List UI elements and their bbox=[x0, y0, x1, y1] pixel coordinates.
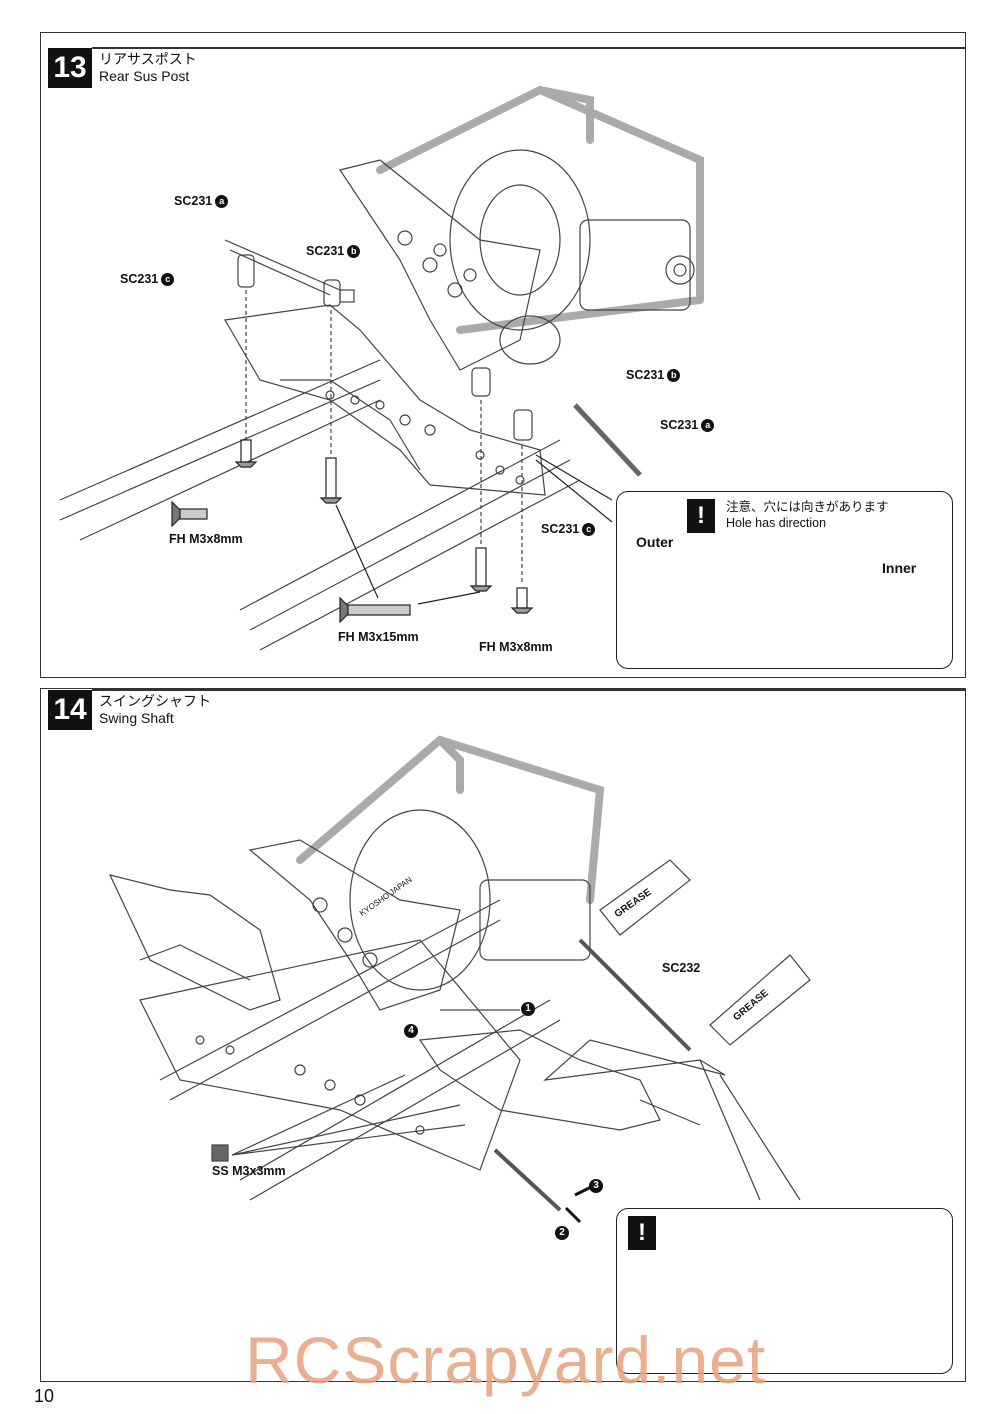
badge-c-icon: c bbox=[582, 523, 596, 536]
step13-sus-post-b-top bbox=[323, 279, 355, 307]
step14-grease-tubes bbox=[599, 859, 811, 1046]
step13-screws bbox=[171, 439, 613, 624]
step14-roll-cage bbox=[296, 735, 605, 904]
step-14-header-rule bbox=[92, 689, 966, 691]
step-13-title: リアサスポスト Rear Sus Post bbox=[99, 51, 197, 85]
warning-icon: ! bbox=[687, 499, 715, 533]
step13-guide-lines bbox=[245, 290, 523, 585]
step14-rear-tower bbox=[248, 839, 461, 1011]
page-number: 10 bbox=[34, 1386, 55, 1406]
step14-label-sc232: SC232 bbox=[662, 961, 701, 975]
step14-order-1-icon: 1 bbox=[521, 1002, 535, 1016]
step14-inset-shaft-detail bbox=[616, 1208, 953, 1374]
badge-a-icon: a bbox=[701, 419, 715, 432]
step13-roll-cage bbox=[376, 85, 704, 334]
step14-right-suspension-arm bbox=[418, 1029, 701, 1131]
step13-label-screw-fh-m3x15: FH M3x15mm bbox=[338, 630, 419, 644]
badge-b-icon: b bbox=[667, 369, 681, 382]
step13-sus-post-b-right bbox=[471, 367, 491, 397]
step-14-title-en: Swing Shaft bbox=[99, 710, 174, 726]
step13-label-screw-fh-m3x8-right: FH M3x8mm bbox=[479, 640, 553, 654]
step14-lower-plate bbox=[139, 939, 521, 1171]
badge-b-icon: b bbox=[347, 245, 361, 258]
step13-label-screw-fh-m3x8-left: FH M3x8mm bbox=[169, 532, 243, 546]
step13-chassis-rails bbox=[59, 359, 581, 651]
step-13-frame bbox=[40, 32, 966, 678]
step14-screw-leaders bbox=[231, 1074, 466, 1156]
step14-set-screw-icon bbox=[211, 1144, 229, 1162]
badge-a-icon: a bbox=[215, 195, 229, 208]
step13-rear-tower bbox=[339, 159, 541, 371]
step13-lower-plate bbox=[224, 304, 546, 496]
watermark: RCScrapyard.net bbox=[245, 1323, 767, 1397]
step-14-title-jp: スイングシャフト bbox=[99, 693, 211, 709]
step13-inset-outer-label: Outer bbox=[636, 534, 674, 550]
step13-inset-note-jp: 注意、穴には向きがあります bbox=[726, 500, 889, 514]
step14-gearbox bbox=[349, 809, 591, 991]
step13-gearbox bbox=[449, 149, 695, 365]
step14-pointer-shape bbox=[543, 1039, 726, 1081]
step-13-header-rule bbox=[92, 47, 966, 49]
step14-order-3-icon: 3 bbox=[589, 1179, 603, 1193]
step13-sus-post-a-top bbox=[224, 239, 341, 296]
step-13-title-en: Rear Sus Post bbox=[99, 68, 190, 84]
step-14-number: 14 bbox=[48, 690, 92, 730]
step14-chassis-rails bbox=[159, 899, 561, 1201]
step14-label-ss-m3x3: SS M3x3mm bbox=[212, 1164, 286, 1178]
step13-inset-hole-direction bbox=[616, 491, 953, 669]
warning-icon: ! bbox=[628, 1216, 656, 1250]
step13-inset-note: 注意、穴には向きがあります Hole has direction bbox=[726, 499, 889, 531]
step-14-frame bbox=[40, 688, 966, 1382]
step13-shaft-pin bbox=[573, 403, 642, 477]
step13-sus-post-c-right bbox=[513, 409, 533, 441]
step14-left-suspension-arm bbox=[108, 874, 281, 1011]
step-13-number: 13 bbox=[48, 48, 92, 88]
step14-order-4-icon: 4 bbox=[404, 1024, 418, 1038]
badge-c-icon: c bbox=[161, 273, 175, 286]
step13-inset-note-en: Hole has direction bbox=[726, 516, 827, 530]
step-14-title: スイングシャフト Swing Shaft bbox=[99, 693, 211, 727]
step14-order-2-icon: 2 bbox=[555, 1226, 569, 1240]
step13-inset-inner-label: Inner bbox=[882, 560, 917, 576]
step14-inset-leaders bbox=[699, 1059, 801, 1201]
step14-swing-shaft bbox=[493, 938, 692, 1212]
step-13-title-jp: リアサスポスト bbox=[99, 51, 197, 67]
